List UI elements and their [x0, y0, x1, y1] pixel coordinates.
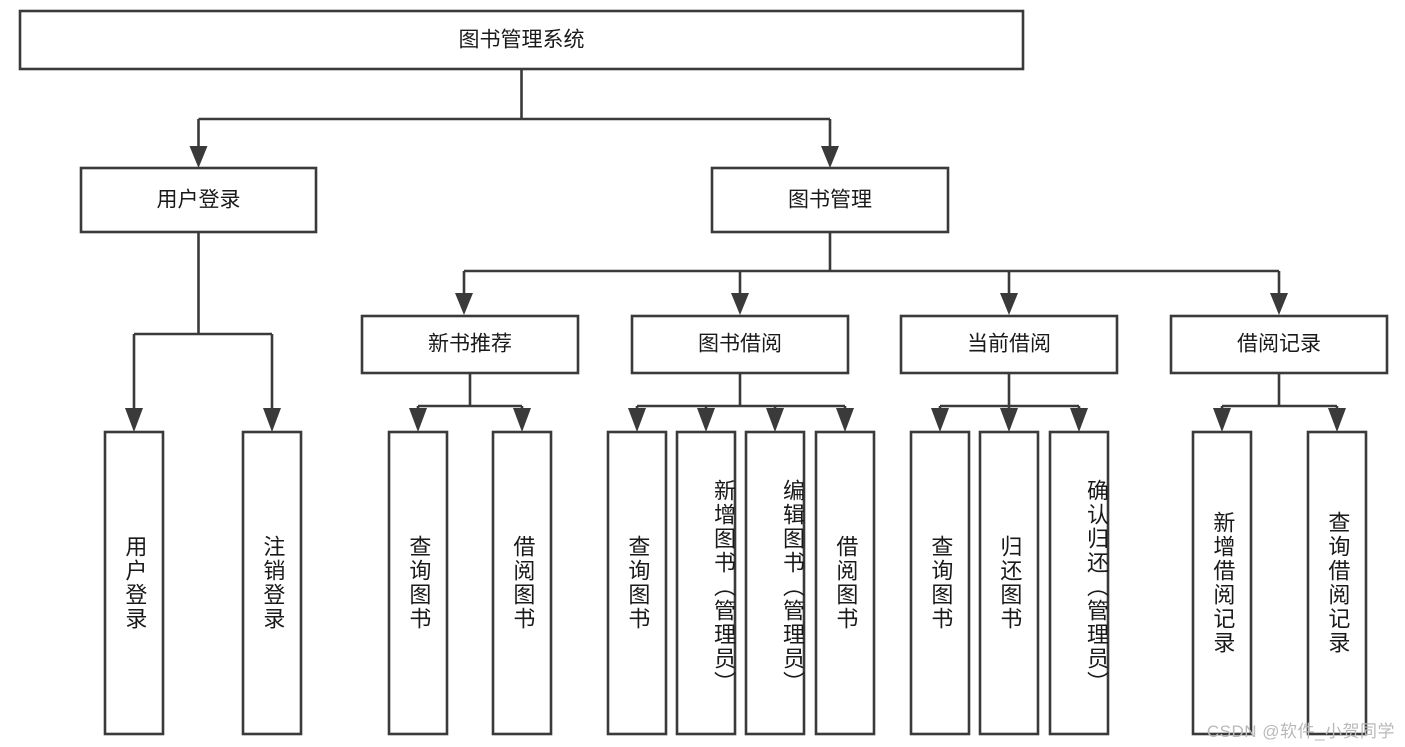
leaf-group-current — [909, 430, 1110, 736]
node-borrowing-records-box[interactable] — [1169, 314, 1389, 375]
connector-group-borrow — [628, 373, 854, 432]
connector-group-user-login — [125, 232, 281, 432]
arrow-head-icon — [455, 293, 473, 315]
arrow-head-icon — [1213, 408, 1231, 432]
node-current-borrowing[interactable]: 当前借阅 — [899, 314, 1119, 375]
node-book-management-box[interactable] — [710, 166, 950, 234]
connector-group-root — [189, 69, 839, 168]
arrow-head-icon — [766, 408, 784, 432]
arrow-head-icon — [1070, 408, 1088, 432]
node-user-login-label: 用户登录 — [157, 189, 241, 212]
node-root-label: 图书管理系统 — [459, 29, 585, 52]
arrow-head-icon — [189, 146, 208, 168]
leaf-box-borrow-1[interactable] — [675, 430, 737, 736]
arrow-head-icon — [125, 408, 143, 432]
node-user-login-box[interactable] — [79, 166, 318, 234]
arrow-head-icon — [1270, 293, 1288, 315]
arrow-head-icon — [821, 146, 839, 168]
node-current-borrowing-label: 当前借阅 — [967, 333, 1051, 356]
leaf-box-new-books-0[interactable] — [387, 430, 449, 736]
leaf-box-user-login-1[interactable] — [241, 430, 303, 736]
arrow-head-icon — [1328, 408, 1346, 432]
leaf-box-current-2[interactable] — [1048, 430, 1110, 736]
node-new-book-recommendation[interactable]: 新书推荐 — [360, 314, 580, 375]
leaf-box-borrow-2[interactable] — [744, 430, 806, 736]
leaf-box-new-books-1[interactable] — [491, 430, 553, 736]
arrow-head-icon — [931, 408, 949, 432]
arrow-head-icon — [697, 408, 715, 432]
connector-group-book-mgmt — [455, 232, 1288, 315]
leaf-box-user-login-0[interactable] — [103, 430, 165, 736]
leaf-group-borrow — [606, 430, 876, 736]
node-borrowing-records[interactable]: 借阅记录 — [1169, 314, 1389, 375]
leaf-group-user-login — [103, 430, 303, 736]
node-new-book-recommendation-label: 新书推荐 — [428, 333, 512, 356]
leaf-group-records — [1191, 430, 1368, 736]
arrow-head-icon — [263, 408, 281, 432]
leaf-box-current-0[interactable] — [909, 430, 971, 736]
node-book-management-label: 图书管理 — [788, 189, 872, 212]
node-book-borrowing-label: 图书借阅 — [698, 333, 782, 356]
watermark-text: CSDN @软件_小贺同学 — [1206, 722, 1395, 741]
leaf-box-borrow-0[interactable] — [606, 430, 668, 736]
arrow-head-icon — [1000, 293, 1018, 315]
node-user-login[interactable]: 用户登录 — [79, 166, 318, 234]
arrow-head-icon — [409, 408, 427, 432]
node-root[interactable]: 图书管理系统 — [18, 9, 1025, 71]
arrow-head-icon — [513, 408, 531, 432]
node-borrowing-records-label: 借阅记录 — [1237, 333, 1321, 356]
leaf-box-records-0[interactable] — [1191, 430, 1253, 736]
connector-group-new-books — [409, 373, 531, 432]
connector-group-current — [931, 373, 1088, 432]
leaf-box-records-1[interactable] — [1306, 430, 1368, 736]
arrow-head-icon — [836, 408, 854, 432]
node-current-borrowing-box[interactable] — [899, 314, 1119, 375]
node-new-book-recommendation-box[interactable] — [360, 314, 580, 375]
node-book-management[interactable]: 图书管理 — [710, 166, 950, 234]
node-book-borrowing[interactable]: 图书借阅 — [630, 314, 850, 375]
node-book-borrowing-box[interactable] — [630, 314, 850, 375]
arrow-head-icon — [731, 293, 749, 315]
leaf-box-current-1[interactable] — [978, 430, 1040, 736]
arrow-head-icon — [628, 408, 646, 432]
node-root-box[interactable] — [18, 9, 1025, 71]
connector-group-records — [1213, 373, 1346, 432]
leaf-box-borrow-3[interactable] — [814, 430, 876, 736]
arrow-head-icon — [1000, 408, 1018, 432]
leaf-group-new-books — [387, 430, 553, 736]
